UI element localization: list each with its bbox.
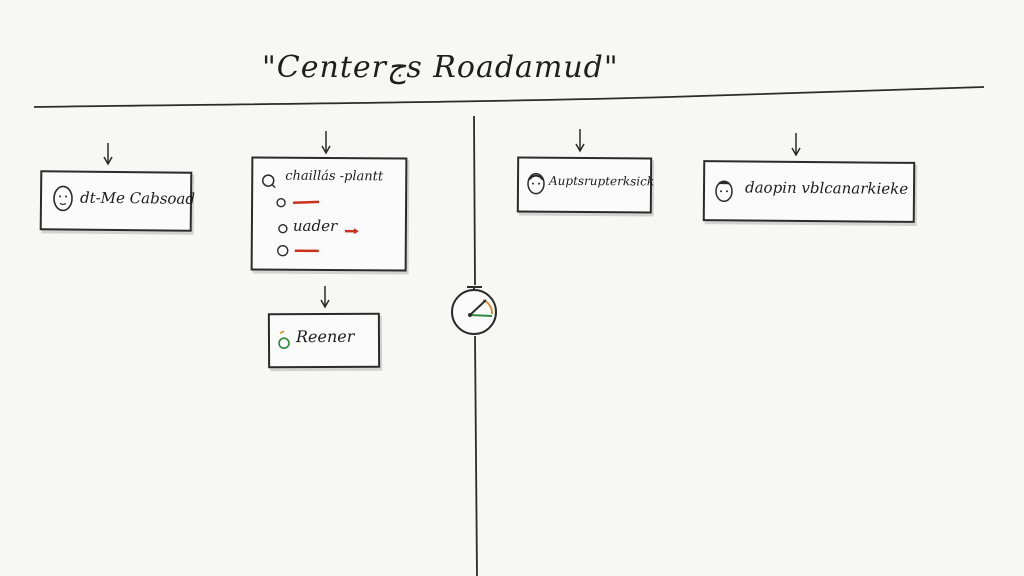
card-label: dt-Me Cabsoad (79, 188, 196, 208)
card-vblcanarkieke: daopin vblcanarkieke (702, 160, 916, 223)
stopwatch-icon (451, 286, 497, 335)
card-label: Reener (295, 326, 355, 347)
card-label: daopin vblcanarkieke (744, 178, 909, 198)
arrow-down-icon (321, 131, 331, 155)
diagram-title: "Centerجs Roadamud" (262, 50, 619, 85)
vertical-timeline (473, 115, 478, 576)
arrow-down-icon (791, 133, 801, 157)
circle-bullet-icon (277, 244, 289, 257)
list-item-label: uader (292, 216, 338, 236)
list-rows (276, 197, 359, 257)
card-label: Auptsrupterksick (548, 173, 655, 189)
circle-bullet-icon (276, 197, 286, 208)
card-cabsoad: dt-Me Cabsoad (39, 170, 196, 232)
face-icon (715, 180, 734, 203)
face-icon (527, 172, 545, 195)
card-reener: Reener (267, 312, 381, 369)
card-plan-list: chaillás -plantt uader (250, 156, 408, 272)
search-icon (261, 174, 276, 189)
checkmark-icon (278, 330, 290, 350)
card-auptsrupterksick: Auptsrupterksick (516, 156, 655, 214)
circle-bullet-icon (278, 223, 288, 234)
arrow-down-icon (575, 129, 585, 153)
face-icon (53, 185, 73, 212)
arrow-down-icon (320, 286, 330, 309)
top-divider-line (33, 86, 985, 108)
arrow-down-icon (103, 143, 113, 166)
